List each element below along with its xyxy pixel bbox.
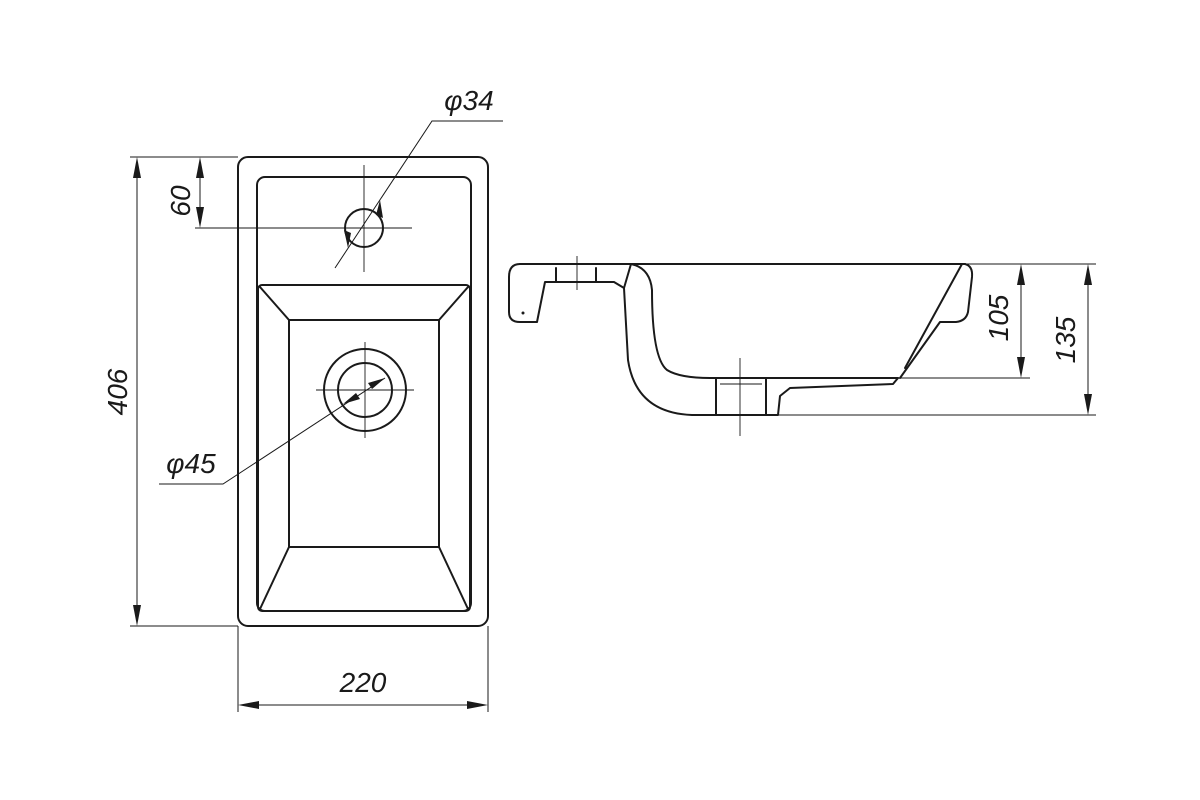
height-arrow-top bbox=[1084, 264, 1092, 285]
section-bottom-profile bbox=[759, 377, 899, 416]
bowl-corner-line-bl bbox=[259, 546, 290, 610]
plan-dimensions: 406 60 220 φ34 φ45 bbox=[102, 85, 503, 712]
tap-offset-dimension-label: 60 bbox=[165, 185, 196, 217]
tap-diameter-arrow-upper bbox=[376, 200, 383, 218]
bowl-corner-line-tl bbox=[259, 286, 290, 321]
drain-diameter-arrow-upper bbox=[368, 378, 385, 389]
bowl-bottom-surface bbox=[288, 319, 440, 548]
height-arrow-bottom bbox=[1084, 394, 1092, 415]
bowl-corner-line-tr bbox=[438, 286, 469, 321]
bowl-top-edge bbox=[257, 284, 471, 612]
section-ledge-profile bbox=[508, 263, 632, 323]
depth-arrow-bottom bbox=[1017, 357, 1025, 378]
drain-diameter-label: φ45 bbox=[166, 448, 216, 479]
drain-diameter-arrow-lower bbox=[343, 393, 360, 404]
section-inner-bowl bbox=[630, 263, 899, 379]
sink-outer-outline bbox=[237, 156, 489, 627]
tap-offset-arrow-bottom bbox=[196, 207, 204, 228]
length-arrow-top bbox=[133, 157, 141, 178]
section-drain-outlet bbox=[715, 377, 767, 416]
tap-diameter-label: φ34 bbox=[444, 85, 493, 116]
drain-diameter-leader bbox=[159, 377, 386, 485]
length-dimension-label: 406 bbox=[102, 368, 133, 415]
section-front-profile bbox=[899, 263, 974, 379]
tap-offset-arrow-top bbox=[196, 157, 204, 178]
section-dimensions: 105 135 bbox=[778, 263, 1096, 416]
section-small-mark bbox=[521, 311, 525, 315]
section-front-slope-inner bbox=[904, 263, 963, 369]
width-arrow-right bbox=[467, 701, 488, 709]
bowl-corner-line-br bbox=[438, 546, 469, 610]
section-outer-body bbox=[623, 263, 717, 416]
plan-view bbox=[195, 156, 489, 627]
length-arrow-bottom bbox=[133, 605, 141, 626]
width-dimension-label: 220 bbox=[339, 667, 387, 698]
depth-arrow-top bbox=[1017, 264, 1025, 285]
tap-diameter-arrow-lower bbox=[344, 230, 351, 248]
width-arrow-left bbox=[238, 701, 259, 709]
height-dimension-label: 135 bbox=[1050, 316, 1081, 363]
section-view bbox=[508, 256, 974, 436]
depth-dimension-label: 105 bbox=[983, 294, 1014, 341]
tap-diameter-leader bbox=[334, 120, 503, 269]
